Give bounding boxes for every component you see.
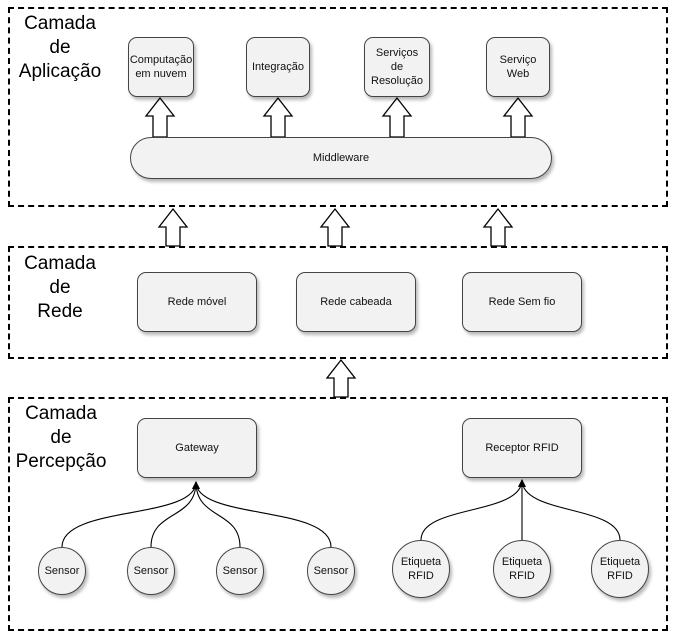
edge-tag-1-receptor — [420, 479, 526, 541]
service-resolution-label: Serviços de Resolução — [371, 47, 423, 87]
network-wireless[interactable]: Rede Sem fio — [462, 272, 582, 332]
service-web[interactable]: Serviço Web — [486, 37, 550, 97]
perception-layer — [8, 397, 668, 631]
service-web-label: Serviço Web — [499, 54, 537, 80]
rfid-tag-label: Etiqueta RFID — [599, 556, 641, 582]
perception-layer-title: Camada de Percepção — [15, 403, 107, 472]
arrow-network-to-application-1 — [157, 207, 189, 247]
network-mobile[interactable]: Rede móvel — [137, 272, 257, 332]
edge-sensor-2-gateway — [150, 481, 200, 548]
gateway-label: Gateway — [175, 442, 219, 454]
arrow-middleware-to-web — [502, 96, 534, 138]
edge-sensor-1-gateway — [61, 481, 200, 548]
rfid-tag-2[interactable]: Etiqueta RFID — [493, 540, 551, 598]
sensor-node-2[interactable]: Sensor — [127, 547, 175, 595]
arrow-network-to-application-2 — [319, 207, 351, 247]
rfid-receiver-node[interactable]: Receptor RFID — [462, 418, 582, 478]
rfid-tag-1[interactable]: Etiqueta RFID — [392, 540, 450, 598]
service-integration-label: Integração — [252, 61, 304, 73]
sensor-node-1[interactable]: Sensor — [38, 547, 86, 595]
edge-tag-3-receptor — [518, 479, 621, 541]
sensor-node-3[interactable]: Sensor — [216, 547, 264, 595]
sensor-label: Sensor — [222, 565, 258, 577]
middleware-label: Middleware — [312, 152, 370, 164]
application-layer-title: Camada de Aplicação — [18, 13, 102, 82]
gateway-node[interactable]: Gateway — [137, 418, 257, 478]
middleware-bar[interactable]: Middleware — [130, 137, 552, 179]
network-layer — [8, 246, 668, 359]
service-resolution[interactable]: Serviços de Resolução — [364, 37, 430, 97]
network-wireless-label: Rede Sem fio — [488, 296, 556, 308]
sensor-label: Sensor — [44, 565, 80, 577]
sensor-label: Sensor — [313, 565, 349, 577]
edge-sensor-3-gateway — [192, 481, 241, 548]
rfid-tag-label: Etiqueta RFID — [501, 556, 543, 582]
rfid-receiver-label: Receptor RFID — [485, 442, 559, 454]
rfid-tag-3[interactable]: Etiqueta RFID — [591, 540, 649, 598]
sensor-label: Sensor — [133, 565, 169, 577]
rfid-tag-label: Etiqueta RFID — [400, 556, 442, 582]
service-cloud-computing-label: Computação em nuvem — [129, 54, 193, 80]
service-integration[interactable]: Integração — [246, 37, 310, 97]
network-mobile-label: Rede móvel — [167, 296, 227, 308]
service-cloud-computing[interactable]: Computação em nuvem — [128, 37, 194, 97]
network-layer-title: Camada de Rede — [24, 253, 96, 322]
network-wired-label: Rede cabeada — [320, 296, 392, 308]
application-layer — [8, 7, 668, 207]
arrow-middleware-to-integration — [262, 96, 294, 138]
arrow-middleware-to-cloud — [144, 96, 176, 138]
edge-sensor-4-gateway — [192, 481, 332, 548]
arrow-network-to-application-3 — [482, 207, 514, 247]
arrow-middleware-to-resolution — [381, 96, 413, 138]
sensor-node-4[interactable]: Sensor — [307, 547, 355, 595]
network-wired[interactable]: Rede cabeada — [296, 272, 416, 332]
arrow-perception-to-network — [325, 358, 357, 398]
